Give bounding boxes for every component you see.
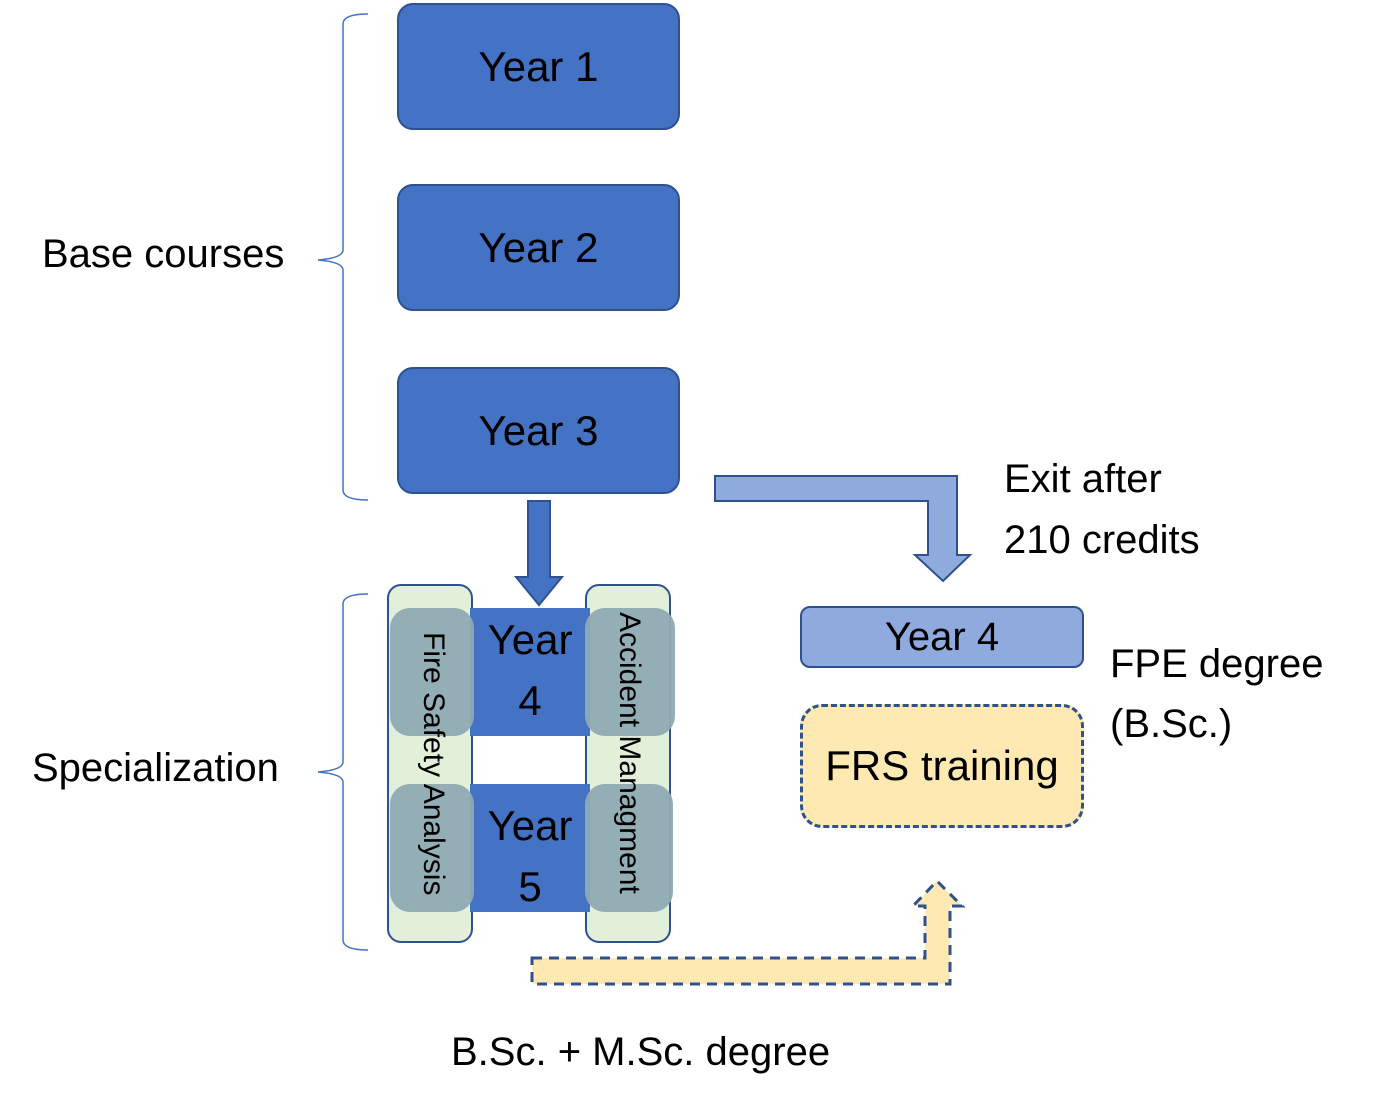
exit-label-line-1: Exit after [1004,457,1162,501]
down-arrow-icon [513,500,565,607]
specialization-label: Specialization [32,746,279,790]
base-courses-label: Base courses [42,232,285,276]
frs-training-label: FRS training [825,742,1059,789]
specialization-bracket [317,593,369,951]
fpe-degree-line-1: FPE degree [1110,642,1324,686]
base-courses-bracket [317,13,369,501]
fire-safety-year-4-overlap [390,608,474,736]
exit-bent-arrow-icon [714,475,973,583]
year-2-box: Year 2 [397,184,680,311]
frs-training-box: FRS training [800,704,1084,828]
year-2-label: Year 2 [478,223,599,271]
accident-year-5-overlap [585,784,673,912]
year-3-box: Year 3 [397,367,680,494]
year-1-box: Year 1 [397,3,680,130]
year-5-spec-label: Year 5 [487,802,573,910]
year-4-exit-box: Year 4 [800,606,1084,668]
accident-management-label: Accident Managment [613,612,646,894]
year-3-label: Year 3 [478,406,599,454]
accident-year-4-overlap [585,608,675,736]
year-5-spec-box [470,784,590,912]
year-4-spec-label: Year 4 [487,616,573,724]
fpe-degree-line-2: (B.Sc.) [1110,702,1233,746]
exit-label-line-2: 210 credits [1004,518,1200,562]
training-bent-arrow-icon [530,878,966,986]
year-4-exit-label: Year 4 [884,614,1000,659]
fire-safety-year-5-overlap [390,784,474,912]
year-4-spec-box [470,608,590,736]
fire-safety-analysis-label: Fire Safety Analysis [417,632,450,896]
bsc-msc-degree-label: B.Sc. + M.Sc. degree [451,1030,831,1074]
year-1-label: Year 1 [478,42,599,90]
